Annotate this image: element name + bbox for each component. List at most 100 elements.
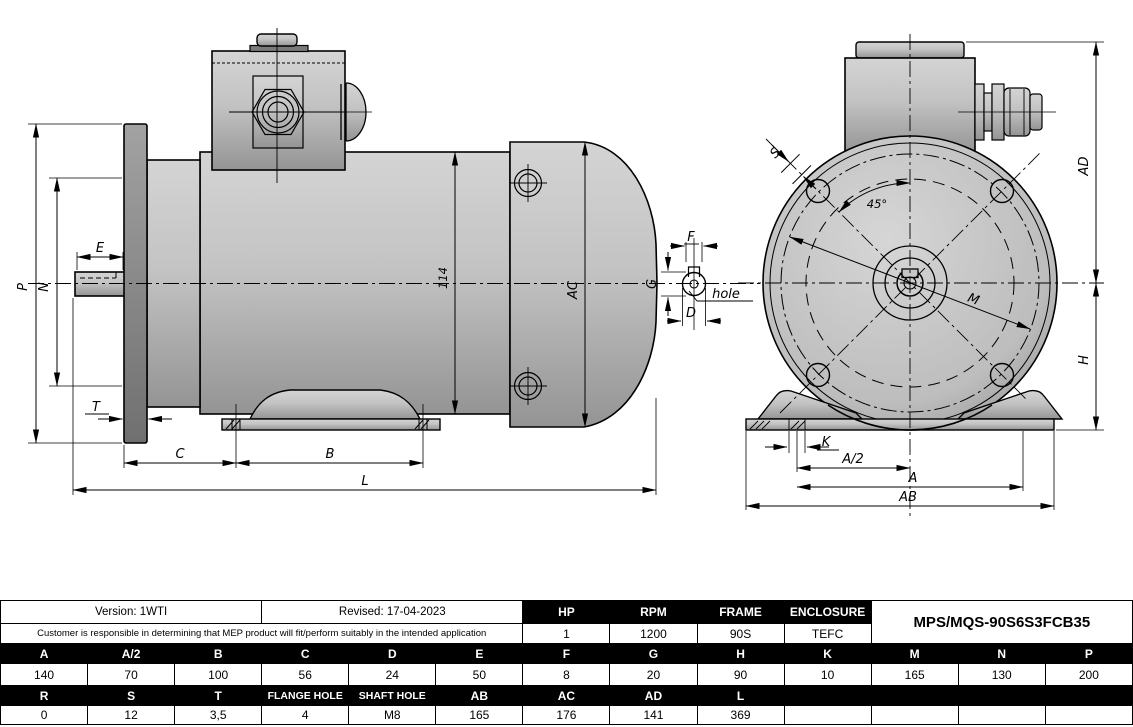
dim-AD: AD bbox=[966, 41, 1104, 284]
dim-value: 140 bbox=[0, 663, 89, 686]
dim-header: C bbox=[261, 643, 350, 664]
version-cell: Version: 1WTI bbox=[0, 600, 263, 624]
dim-G: G bbox=[645, 252, 686, 316]
foot-web bbox=[248, 389, 422, 420]
dim-value: 100 bbox=[174, 663, 263, 686]
side-view-dimensions: P N E T C B bbox=[16, 123, 657, 495]
dim-label-g: G bbox=[645, 279, 660, 289]
dim-header: FLANGE HOLE bbox=[261, 685, 350, 706]
dim-label-t: T bbox=[92, 400, 101, 415]
dim-value: 0 bbox=[0, 705, 89, 725]
empty-header-cell bbox=[870, 685, 959, 706]
dim-value: 70 bbox=[87, 663, 176, 686]
empty-header-cell bbox=[783, 685, 872, 706]
dim-header: T bbox=[174, 685, 263, 706]
shaft-end-detail: F G D hole bbox=[645, 230, 753, 330]
dim-value: 176 bbox=[522, 705, 611, 725]
dim-label-h: H bbox=[1077, 355, 1092, 365]
dim-label-l: L bbox=[361, 474, 368, 489]
dim-label-a: A bbox=[908, 471, 918, 486]
dims-value-row-2: 0 12 3,5 4 M8 165 176 141 369 bbox=[0, 705, 1133, 725]
front-foot-right bbox=[956, 389, 1064, 420]
disclaimer: Customer is responsible in determining t… bbox=[0, 623, 524, 644]
dim-label-c: C bbox=[175, 447, 185, 462]
dim-A-half: A/2 bbox=[796, 431, 911, 472]
dim-C: C bbox=[123, 404, 237, 468]
dim-header: AB bbox=[435, 685, 524, 706]
dim-label-n: N bbox=[37, 282, 52, 292]
dim-label-s: S bbox=[767, 145, 783, 161]
dim-H: H bbox=[1056, 282, 1104, 431]
dim-value: 369 bbox=[696, 705, 785, 725]
dim-label-e: E bbox=[96, 241, 105, 256]
dim-value: 50 bbox=[435, 663, 524, 686]
foot-pad bbox=[221, 418, 441, 431]
dim-value: 8 bbox=[522, 663, 611, 686]
dim-value: 10 bbox=[783, 663, 872, 686]
dim-114: 114 bbox=[436, 151, 459, 415]
dim-A: A bbox=[796, 431, 1024, 491]
dim-L: L bbox=[72, 298, 657, 495]
cable-gland bbox=[958, 83, 1056, 141]
dim-F: F bbox=[670, 230, 718, 262]
technical-drawing: P N E T C B bbox=[16, 28, 1104, 516]
dim-AB: AB bbox=[745, 431, 1055, 510]
dim-label-45: 45° bbox=[867, 197, 887, 211]
hole-label: hole bbox=[712, 287, 740, 302]
side-view bbox=[28, 28, 760, 444]
empty-header-cell bbox=[957, 685, 1046, 706]
empty-value-cell bbox=[957, 705, 1046, 725]
dim-value: 200 bbox=[1044, 663, 1133, 686]
spec-header-hp: HP bbox=[522, 600, 611, 624]
dim-label-ad: AD bbox=[1077, 157, 1092, 177]
fan-cover bbox=[509, 141, 658, 428]
part-number: MPS/MQS-90S6S3FCB35 bbox=[870, 600, 1133, 644]
dim-header: D bbox=[348, 643, 437, 664]
dim-header: L bbox=[696, 685, 785, 706]
dim-header: A/2 bbox=[87, 643, 176, 664]
spec-header-frame: FRAME bbox=[696, 600, 785, 624]
dim-S: S bbox=[767, 144, 817, 190]
dim-header: K bbox=[783, 643, 872, 664]
dim-D: D bbox=[667, 288, 721, 326]
dim-header: G bbox=[609, 643, 698, 664]
dim-header: AD bbox=[609, 685, 698, 706]
dim-45deg: 45° bbox=[838, 179, 911, 213]
base-slot-hatch bbox=[749, 419, 806, 430]
dim-header: A bbox=[0, 643, 89, 664]
dim-K: K bbox=[765, 431, 839, 453]
dim-label-m: M bbox=[965, 291, 981, 309]
front-view-dimensions: S 45° M AD H K bbox=[745, 41, 1104, 510]
empty-value-cell bbox=[870, 705, 959, 725]
shaft bbox=[74, 271, 131, 297]
dim-label-ac: AC bbox=[566, 280, 581, 300]
dim-value: 24 bbox=[348, 663, 437, 686]
dim-header: H bbox=[696, 643, 785, 664]
spec-value-rpm: 1200 bbox=[609, 623, 698, 644]
spec-value-hp: 1 bbox=[522, 623, 611, 644]
dim-value: 165 bbox=[435, 705, 524, 725]
dims-header-row-1: A A/2 B C D E F G H K M N P bbox=[0, 643, 1133, 664]
spec-table: Version: 1WTI Revised: 17-04-2023 HP RPM… bbox=[0, 600, 1133, 725]
dim-header: M bbox=[870, 643, 959, 664]
dims-header-row-2: R S T FLANGE HOLE SHAFT HOLE AB AC AD L bbox=[0, 685, 1133, 706]
dim-value: 4 bbox=[261, 705, 350, 725]
dim-value: 20 bbox=[609, 663, 698, 686]
dim-header: B bbox=[174, 643, 263, 664]
front-view bbox=[738, 34, 1104, 516]
dim-T: T bbox=[85, 400, 172, 423]
motor-body bbox=[199, 151, 511, 415]
dim-value: 141 bbox=[609, 705, 698, 725]
dim-label-p: P bbox=[16, 283, 31, 291]
cover-screw bbox=[509, 164, 547, 405]
dim-P: P bbox=[16, 123, 122, 444]
dim-label-a-half: A/2 bbox=[841, 452, 864, 467]
dim-value: 12 bbox=[87, 705, 176, 725]
empty-value-cell bbox=[783, 705, 872, 725]
dim-N: N bbox=[37, 177, 122, 387]
dim-value: 56 bbox=[261, 663, 350, 686]
dim-value: 165 bbox=[870, 663, 959, 686]
spec-value-frame: 90S bbox=[696, 623, 785, 644]
dim-value: 3,5 bbox=[174, 705, 263, 725]
